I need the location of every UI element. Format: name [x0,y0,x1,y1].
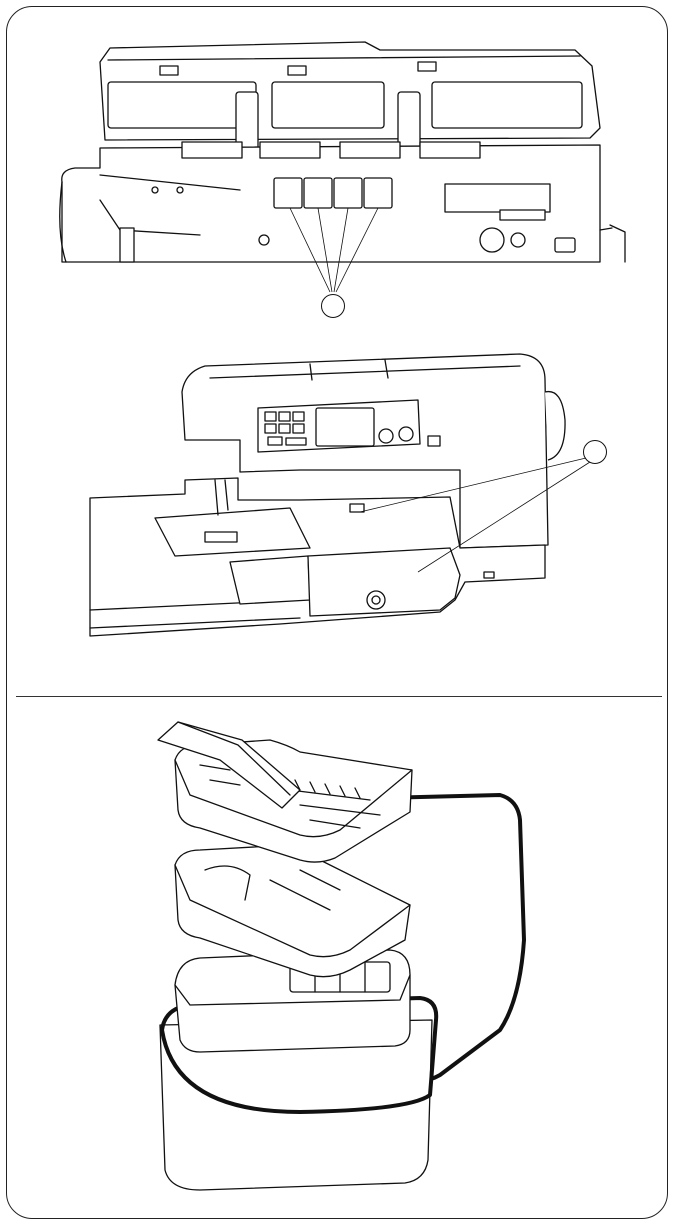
callout-1 [321,294,345,318]
page-frame [6,6,668,1219]
callout-2 [583,440,607,464]
section-divider [16,696,662,697]
